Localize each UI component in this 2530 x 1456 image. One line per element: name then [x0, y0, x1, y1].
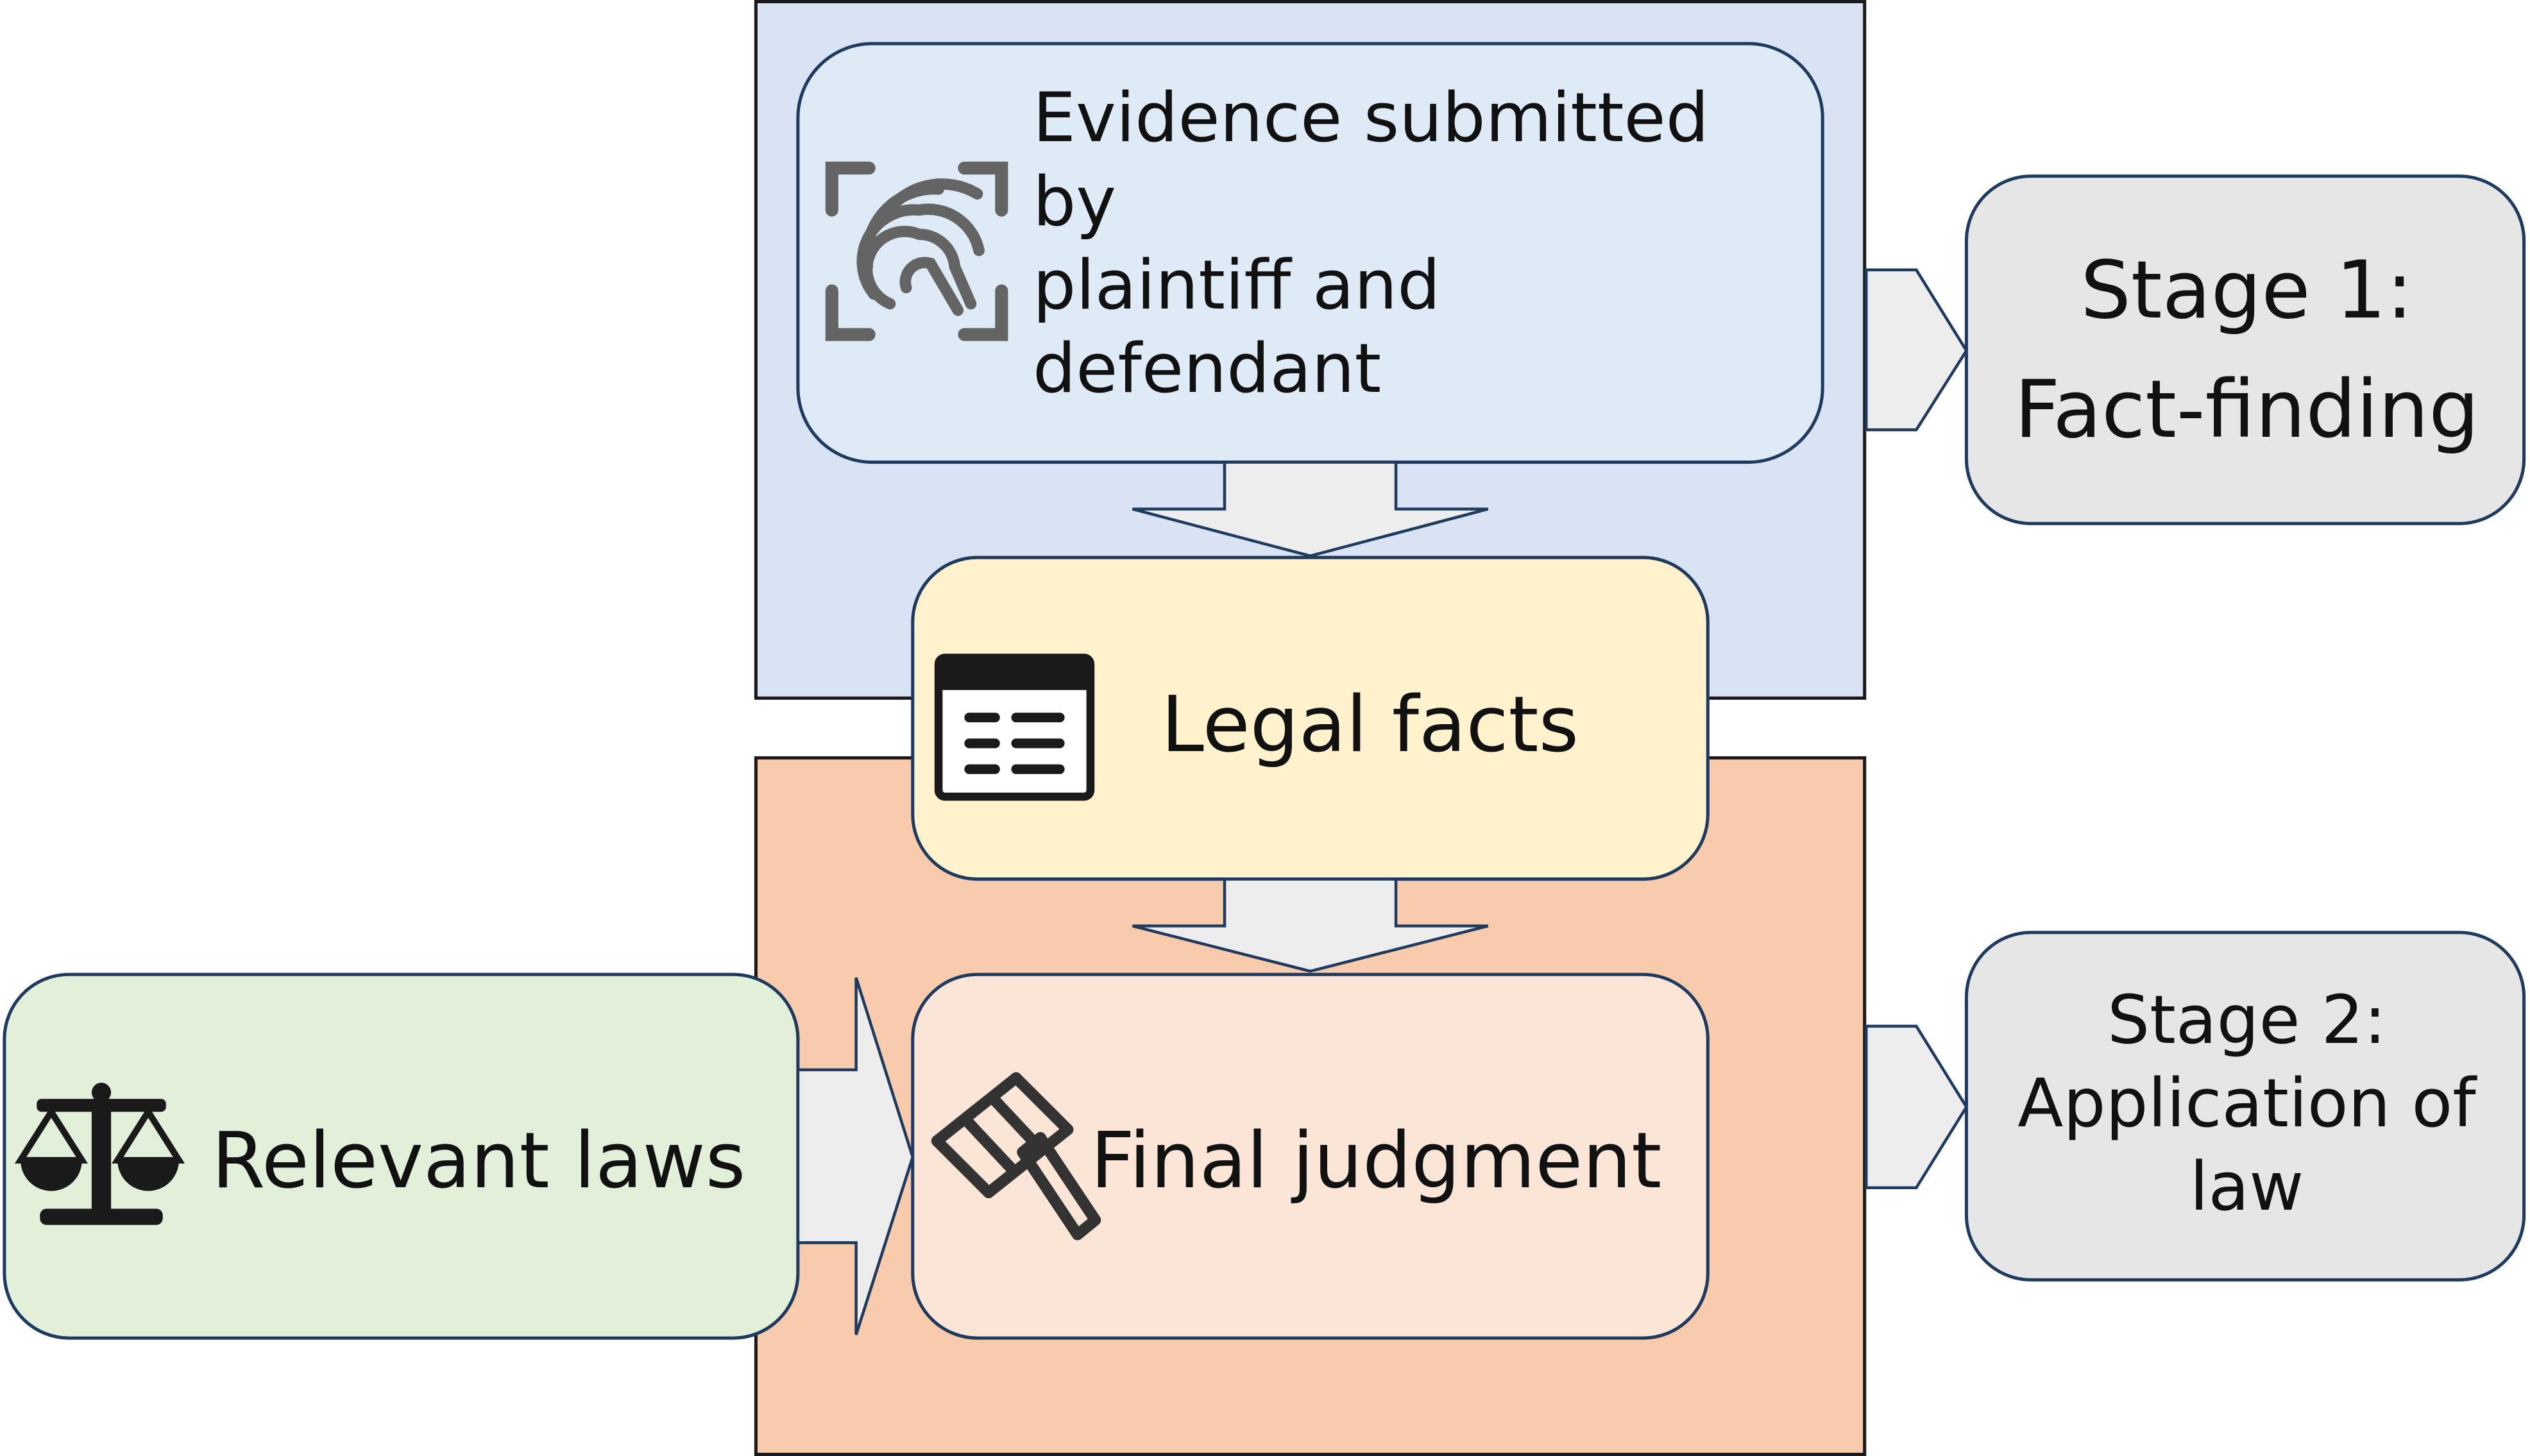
- stage1-label: Stage 1: Fact-finding: [1969, 177, 2525, 523]
- arrow-facts-to-judgment: [1132, 877, 1489, 973]
- legal-facts-label: Legal facts: [1161, 680, 1579, 770]
- stage2-label-line3: law: [2189, 1147, 2304, 1226]
- scales-of-justice-icon: [14, 1083, 185, 1225]
- final-judgment-label: Final judgment: [1091, 1116, 1662, 1206]
- stage2-label: Stage 2: Application of law: [1969, 930, 2525, 1276]
- evidence-label-line1: Evidence submitted by: [1033, 78, 1710, 241]
- evidence-label: Evidence submitted by plaintiff and defe…: [1033, 78, 1796, 408]
- evidence-label-line2: plaintiff and defendant: [1033, 246, 1441, 409]
- gavel-icon: [931, 1072, 1101, 1240]
- stage2-label-line1: Stage 2:: [2107, 981, 2386, 1059]
- relevant-laws-label: Relevant laws: [212, 1116, 746, 1206]
- stage2-label-line2: Application of: [2017, 1064, 2476, 1142]
- stage1-label-line2: Fact-finding: [2014, 364, 2479, 456]
- arrow-to-stage2: [1864, 1024, 1969, 1190]
- arrow-laws-to-judgment: [796, 977, 915, 1335]
- fingerprint-scan-icon: [825, 161, 1008, 341]
- document-table-icon: [934, 654, 1095, 801]
- stage1-label-line1: Stage 1:: [2080, 244, 2413, 337]
- stage2-box: [1964, 931, 2526, 1282]
- arrow-to-stage1: [1864, 268, 1969, 432]
- stage1-box: [1964, 174, 2526, 525]
- arrow-evidence-to-facts: [1132, 461, 1489, 558]
